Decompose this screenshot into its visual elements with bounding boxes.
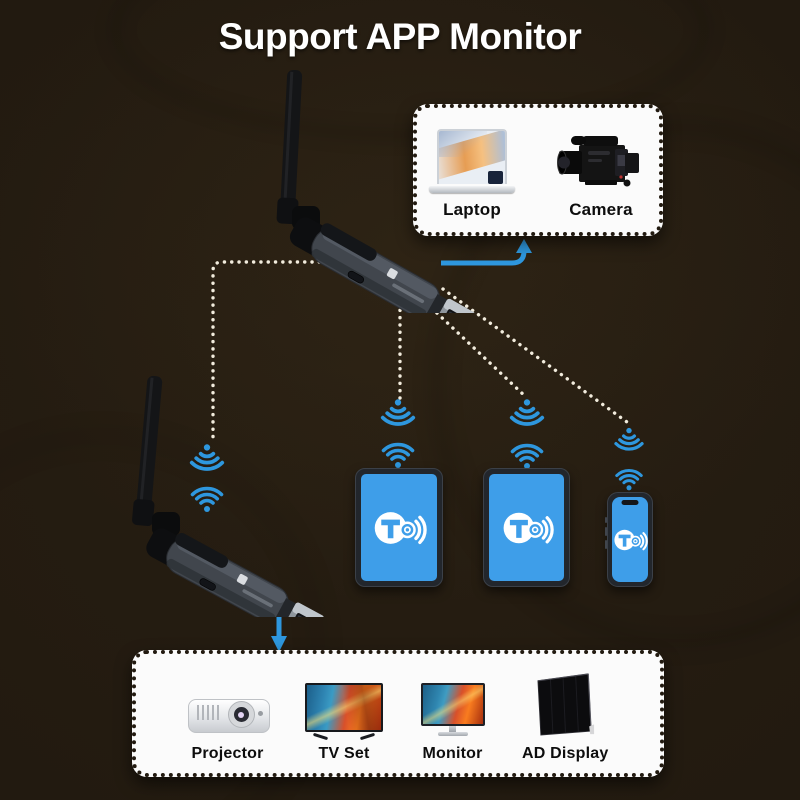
output-item-label: Monitor <box>422 745 483 762</box>
wifi-signal-up-icon <box>378 438 418 470</box>
smartphone <box>605 492 653 587</box>
wifi-signal-up-icon <box>612 465 646 492</box>
hdmi-connector <box>284 602 324 617</box>
brand-marking <box>392 283 425 304</box>
output-item-label: TV Set <box>318 745 370 762</box>
tablet-small <box>483 468 570 587</box>
output-item-ad-display: AD Display <box>522 672 608 763</box>
tablet-screen <box>361 474 437 581</box>
nfc-logo <box>236 573 248 585</box>
output-item-label: Projector <box>191 745 264 762</box>
source-devices-panel: Laptop Camera <box>413 104 663 236</box>
ad-display-icon <box>537 673 595 736</box>
wifi-signal-down-icon <box>506 397 548 431</box>
tv-icon <box>305 683 383 741</box>
output-item-monitor: Monitor <box>420 683 485 763</box>
output-item-tv-set: TV Set <box>305 683 383 763</box>
monitor-icon <box>420 683 485 738</box>
antenna <box>132 375 163 527</box>
laptop-icon <box>429 129 515 193</box>
dashed-line-to-smartphone <box>441 287 629 424</box>
dongle-body <box>146 528 324 617</box>
brand-marking <box>242 589 273 608</box>
cast-app-logo <box>373 509 427 546</box>
output-devices-panel: Projector TV Set Monitor <box>132 650 664 777</box>
wifi-signal-down-icon <box>377 397 419 431</box>
usb-c-port <box>347 270 365 284</box>
source-item-label: Camera <box>569 200 633 219</box>
arrow-transmitter-to-sources <box>441 239 532 266</box>
cast-app-logo <box>613 528 648 551</box>
wireless-hdmi-receiver-dongle <box>132 375 324 617</box>
nfc-logo <box>386 268 398 280</box>
dashed-line-to-tablet-small <box>419 296 528 399</box>
source-item-camera: Camera <box>555 131 647 220</box>
camera-icon <box>557 136 639 187</box>
tablet-large <box>355 468 443 587</box>
output-item-label: AD Display <box>522 745 609 762</box>
wireless-hdmi-transmitter-dongle <box>276 69 475 313</box>
usb-c-port <box>199 578 216 591</box>
page-title: Support APP Monitor <box>218 16 582 57</box>
phone-screen <box>612 497 648 582</box>
wifi-signal-down-icon <box>611 426 647 455</box>
hdmi-connector <box>434 298 475 313</box>
source-item-laptop: Laptop <box>429 129 515 220</box>
cast-app-logo <box>501 510 554 545</box>
phone-notch <box>621 500 639 505</box>
tablet-screen <box>489 474 564 581</box>
source-item-label: Laptop <box>443 200 501 219</box>
wifi-signal-up-icon <box>507 439 547 471</box>
antenna <box>276 69 303 225</box>
output-item-projector: Projector <box>187 692 270 763</box>
dongle-body <box>289 217 475 313</box>
projector-icon <box>187 692 270 738</box>
